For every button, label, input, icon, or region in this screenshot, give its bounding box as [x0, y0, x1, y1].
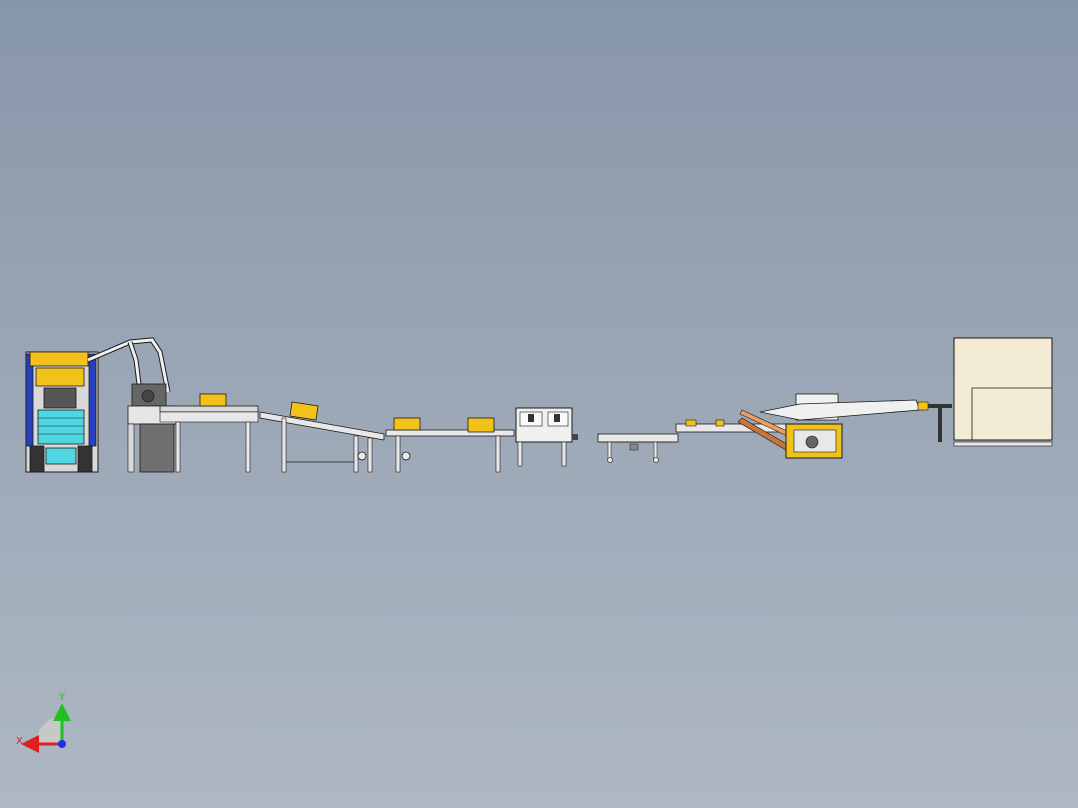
x-axis-label: X [16, 736, 23, 747]
control-cabinet[interactable] [953, 337, 1053, 447]
z-axis-point [58, 740, 66, 748]
case-sealer[interactable] [515, 407, 578, 467]
incline-conveyor[interactable] [259, 401, 385, 473]
case-erector[interactable] [675, 393, 843, 459]
conveyor-2[interactable] [385, 417, 515, 473]
transfer-conveyor[interactable] [597, 433, 679, 463]
infeed-conveyor[interactable] [759, 399, 952, 442]
robot-arm[interactable] [87, 337, 171, 407]
palletizer-stacker[interactable] [25, 351, 99, 473]
conveyor-1[interactable] [159, 393, 259, 473]
y-axis-label: Y [58, 692, 66, 703]
coordinate-triad: X Y [16, 692, 71, 753]
